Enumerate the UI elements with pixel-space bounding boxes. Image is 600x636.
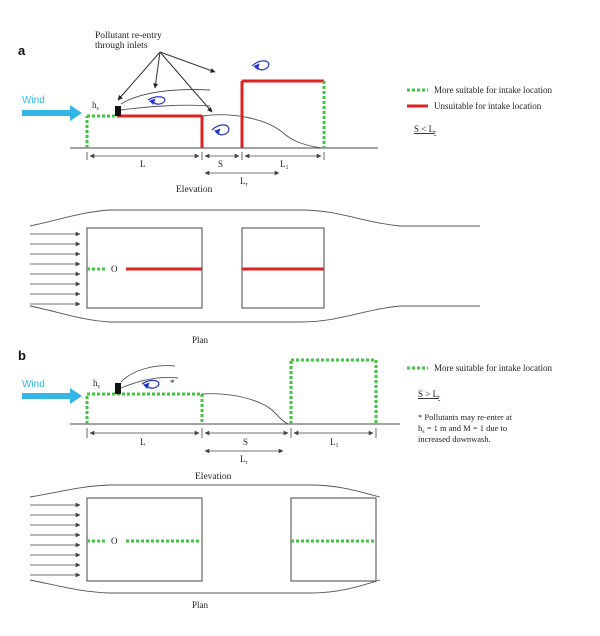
plume-lower-b — [120, 377, 179, 389]
recirculation-zone-a — [201, 114, 323, 149]
elevation-label-b: Elevation — [195, 472, 232, 482]
plan-label-a: Plan — [192, 335, 209, 345]
wind-label-b: Wind — [22, 379, 45, 390]
hs-label-a: hs — [92, 100, 100, 112]
plan-label-b: Plan — [192, 600, 209, 610]
wind-arrow-a — [22, 105, 82, 121]
note-line1-b: * Pollutants may re-enter at — [418, 412, 513, 422]
dim-L1-a: L1 — [280, 159, 289, 171]
dim-S-a: S — [218, 159, 223, 169]
panel-b: b Wind hs * — [18, 348, 552, 610]
panel-a-annotation-line1: Pollutant re-entry — [95, 31, 162, 41]
plan-view-a — [29, 209, 480, 323]
dimension-lines-a — [86, 152, 325, 176]
annotation-pointer-lines — [117, 51, 216, 113]
panel-b-label: b — [18, 348, 26, 363]
stack-a — [115, 106, 121, 116]
legend-suitable-label-b: More suitable for intake location — [434, 363, 552, 373]
origin-label-b: O — [111, 536, 118, 546]
dim-L1-b: L1 — [330, 437, 339, 449]
legend-suitable-label-a: More suitable for intake location — [434, 85, 552, 95]
recirculation-zone-b — [201, 393, 289, 425]
panel-a-annotation-line2: through inlets — [95, 41, 148, 51]
dim-L-a: L — [140, 159, 146, 169]
dim-S-b: S — [243, 437, 248, 447]
dim-Lr-a: Lr — [240, 176, 248, 188]
note-line3-b: increased downwash. — [418, 434, 491, 444]
dim-L-b: L — [140, 437, 146, 447]
building-2-elevation-b — [289, 358, 378, 424]
stack-b — [115, 383, 121, 394]
vortex-icons-a — [147, 60, 270, 136]
building-1-elevation-b — [85, 383, 204, 424]
elevation-label-a: Elevation — [176, 185, 213, 195]
condition-a: S < Lr — [414, 124, 436, 136]
wind-label-a: Wind — [22, 95, 45, 106]
origin-label-a: O — [111, 264, 118, 274]
hs-label-b: hs — [93, 378, 101, 390]
dim-Lr-b: Lr — [240, 454, 248, 466]
asterisk-b: * — [170, 378, 175, 388]
plume-lower-a — [120, 104, 211, 111]
legend-unsuitable-label-a: Unsuitable for intake location — [434, 101, 542, 111]
dimension-lines-b — [86, 428, 377, 454]
building-1-elevation-a — [85, 106, 204, 148]
wind-arrow-b — [22, 388, 82, 404]
condition-b: S > Lr — [418, 389, 440, 401]
plan-view-b — [29, 484, 381, 594]
panel-a: a Pollutant re-entry through inlets Wind… — [18, 31, 552, 345]
plume-upper-a — [120, 89, 211, 105]
plume-upper-b — [120, 365, 176, 383]
vortex-icons-b — [141, 379, 160, 389]
building-2-elevation-a — [240, 79, 326, 148]
note-line2-b: hs = 1 m and M = 1 due to — [418, 423, 507, 435]
panel-a-label: a — [18, 43, 26, 58]
